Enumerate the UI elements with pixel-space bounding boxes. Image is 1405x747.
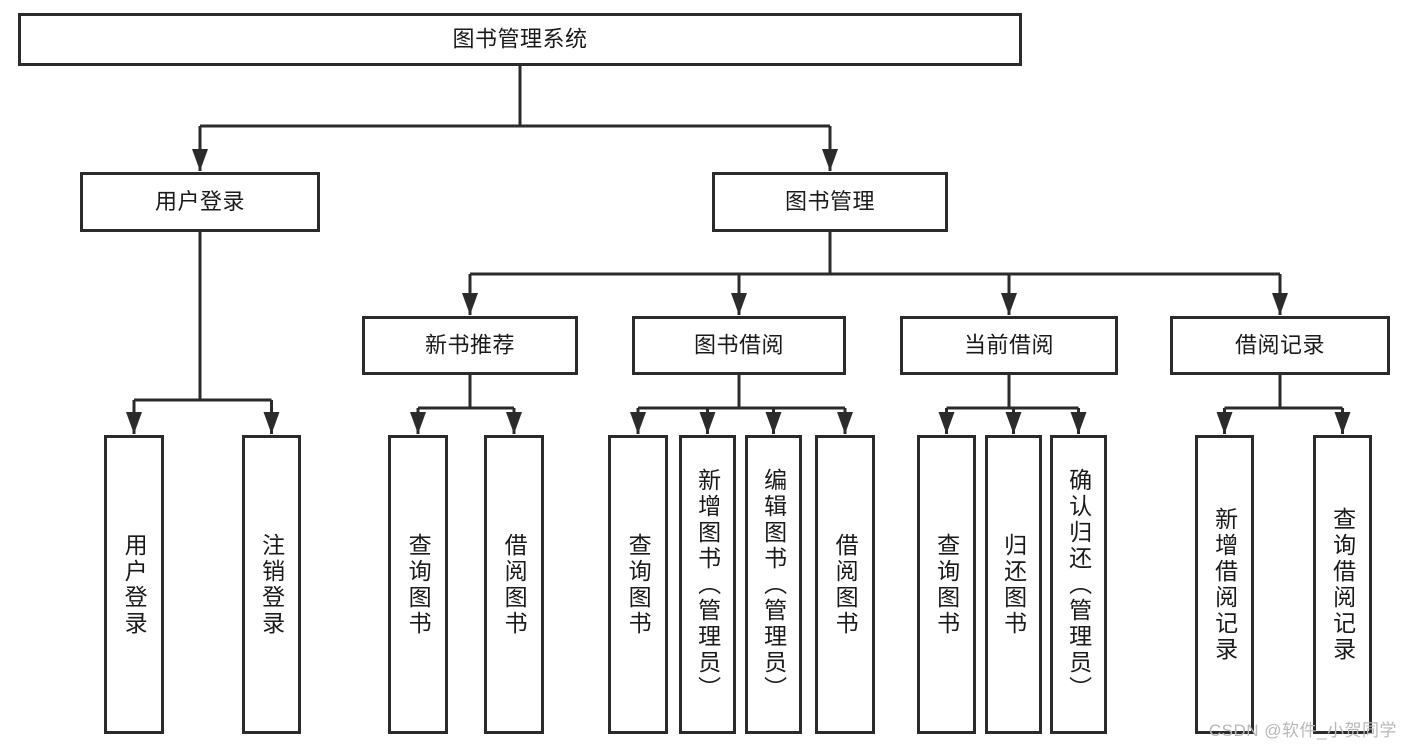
node-box-new-book-recommend: [362, 316, 578, 375]
arrow-head: [822, 149, 838, 171]
node-label-borrow-record: 借阅记录: [1235, 332, 1325, 357]
node-label-user-login: 用户登录: [155, 189, 245, 214]
watermark-text: CSDN @软件_小贺同学: [1208, 721, 1397, 740]
node-box-leaf-query-book-1: [388, 435, 448, 734]
arrow-head: [938, 412, 955, 434]
node-box-leaf-user-login: [104, 435, 164, 734]
arrow-head: [731, 293, 747, 315]
node-box-leaf-borrow-book-2: [815, 435, 875, 734]
arrow-head: [1272, 293, 1288, 315]
node-label-root: 图书管理系统: [452, 26, 587, 51]
node-box-borrow-record: [1170, 316, 1390, 375]
node-box-leaf-logout: [242, 435, 301, 734]
connector-lines: [126, 66, 1351, 434]
node-box-leaf-borrow-book-1: [484, 435, 544, 734]
arrow-head: [1070, 412, 1087, 434]
node-label-current-borrow: 当前借阅: [964, 332, 1054, 357]
arrow-head: [126, 412, 142, 434]
arrow-head: [410, 412, 426, 434]
arrow-head: [192, 149, 208, 171]
node-label-new-book-recommend: 新书推荐: [425, 332, 515, 357]
node-box-user-login: [80, 172, 320, 232]
node-label-book-borrow: 图书借阅: [694, 332, 784, 357]
node-box-book-manage: [712, 172, 948, 232]
node-box-current-borrow: [900, 316, 1118, 375]
node-box-leaf-confirm-return-admin: [1050, 435, 1107, 734]
arrow-head: [1216, 412, 1233, 434]
node-label-book-manage: 图书管理: [785, 189, 875, 214]
arrow-head: [630, 412, 646, 434]
node-box-leaf-edit-book-admin: [745, 435, 802, 734]
node-box-leaf-add-borrow-record: [1195, 435, 1254, 734]
node-box-leaf-add-book-admin: [679, 435, 736, 734]
arrow-head: [837, 412, 853, 434]
arrow-head: [1001, 293, 1017, 315]
node-box-leaf-query-book-2: [608, 435, 668, 734]
arrow-head: [462, 293, 478, 315]
arrow-head: [699, 412, 716, 434]
arrow-head: [506, 412, 522, 434]
node-box-root: [18, 13, 1022, 66]
arrow-head: [1334, 412, 1351, 434]
node-box-leaf-query-book-3: [917, 435, 976, 734]
arrow-head: [263, 412, 280, 434]
node-box-leaf-query-borrow-record: [1313, 435, 1372, 734]
node-boxes: [18, 13, 1390, 734]
arrow-head: [765, 412, 782, 434]
arrow-head: [1005, 412, 1022, 434]
node-box-leaf-return-book: [985, 435, 1042, 734]
node-box-book-borrow: [632, 316, 846, 375]
